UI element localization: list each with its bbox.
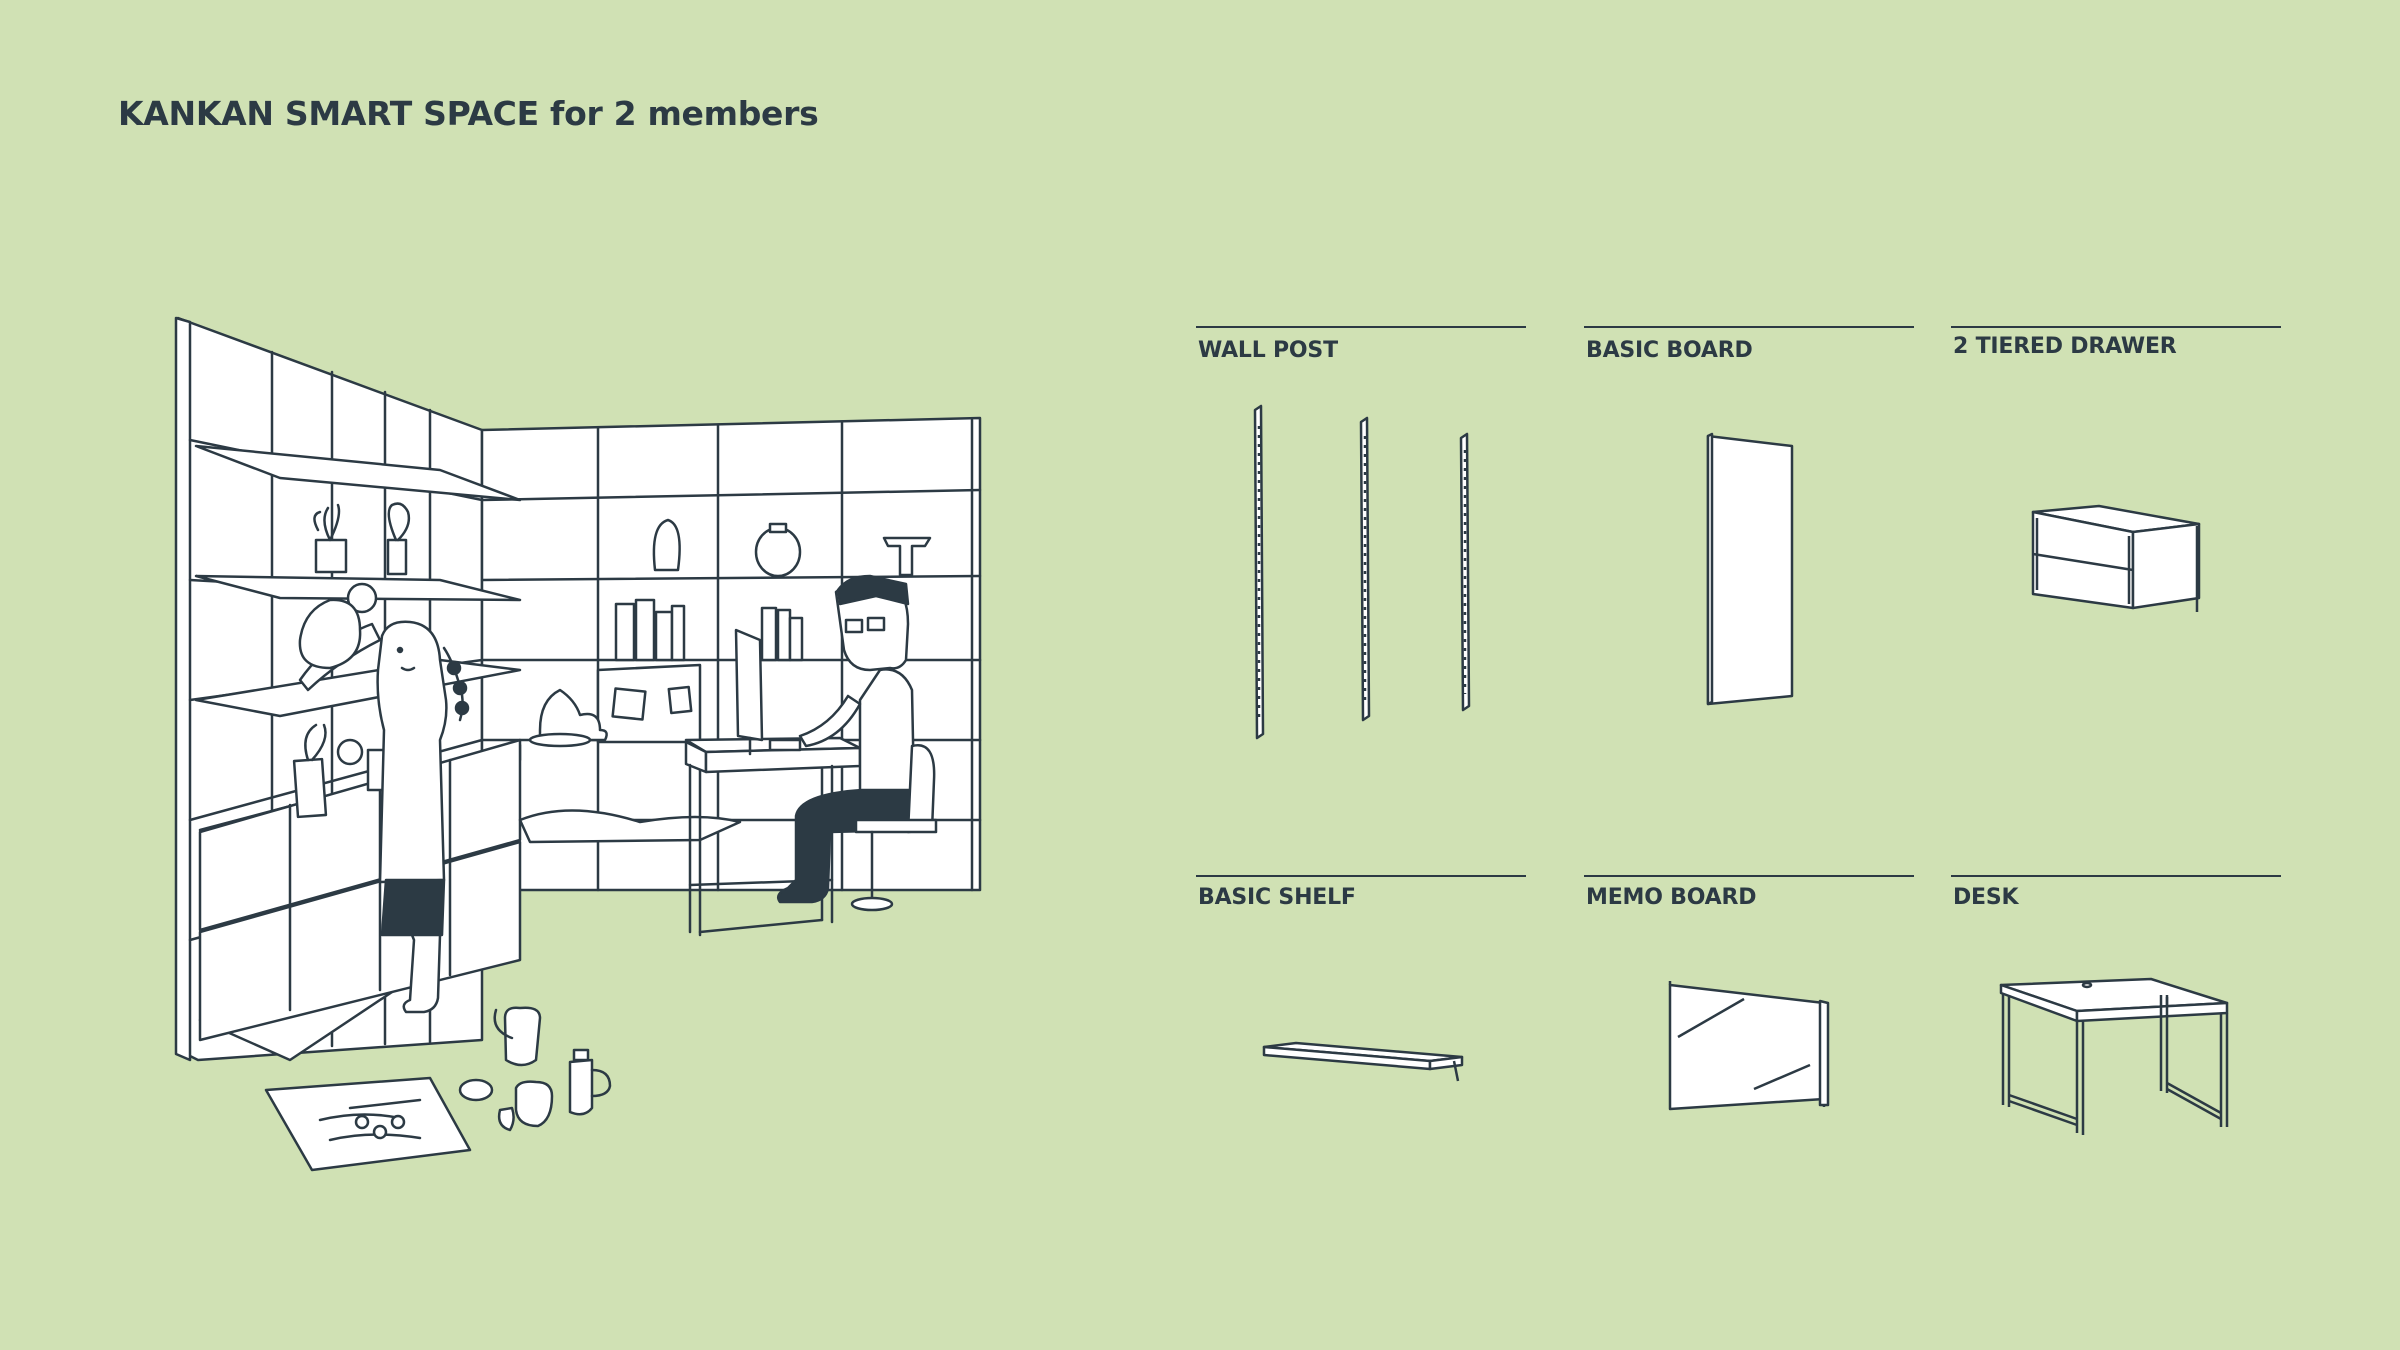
section-rule <box>1196 326 1526 328</box>
wall-post-illustration <box>1253 404 1471 740</box>
drawer-illustration <box>2031 504 2201 612</box>
section-rule <box>1584 875 1914 877</box>
part-label-2-tiered-drawer: 2 TIERED DRAWER <box>1953 334 2177 359</box>
page-title: KANKAN SMART SPACE for 2 members <box>118 94 819 133</box>
part-label-basic-shelf: BASIC SHELF <box>1198 885 1356 910</box>
basic-board-illustration <box>1706 432 1794 706</box>
section-rule <box>1951 875 2281 877</box>
section-rule <box>1584 326 1914 328</box>
part-label-memo-board: MEMO BOARD <box>1586 885 1757 910</box>
section-rule <box>1196 875 1526 877</box>
part-label-wall-post: WALL POST <box>1198 338 1338 363</box>
basic-shelf-illustration <box>1262 1041 1464 1082</box>
floor-items <box>264 1006 612 1172</box>
back-wall-objects <box>518 518 932 844</box>
section-rule <box>1951 326 2281 328</box>
person-standing <box>298 598 470 1014</box>
room-illustration <box>174 316 982 1172</box>
illustration-desk <box>684 628 862 937</box>
memo-board-illustration <box>1668 981 1830 1111</box>
part-label-basic-board: BASIC BOARD <box>1586 338 1753 363</box>
part-label-desk: DESK <box>1953 885 2019 910</box>
person-seated <box>777 574 938 912</box>
desk-illustration <box>1999 977 2229 1135</box>
